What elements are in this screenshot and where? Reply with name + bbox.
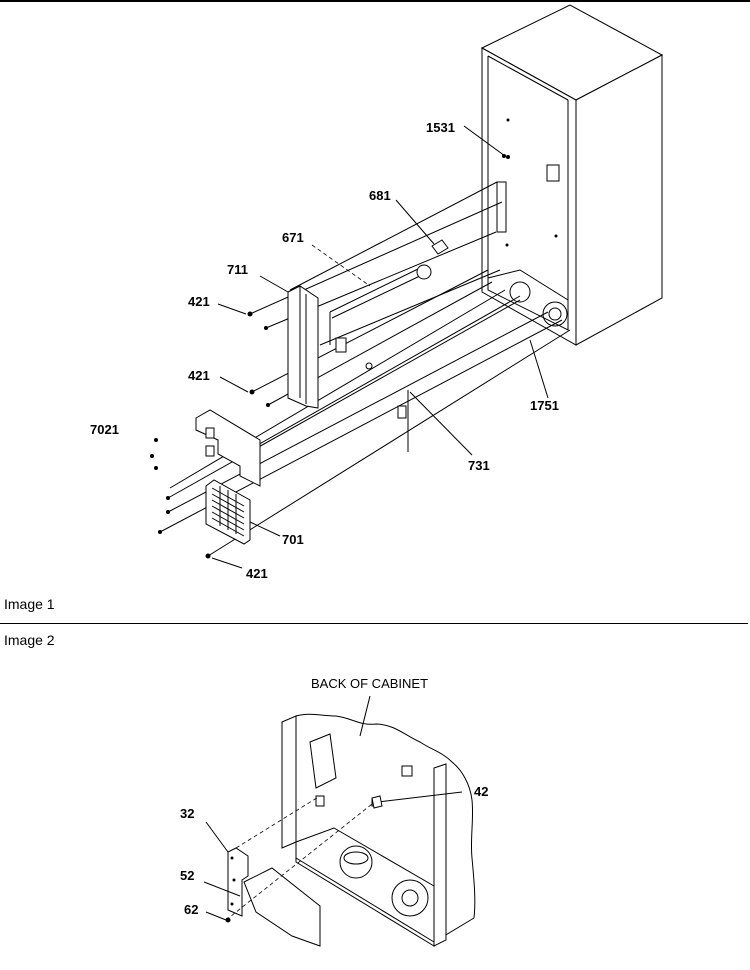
callout-1531: 1531 bbox=[426, 120, 455, 135]
callout-421-bottom: 421 bbox=[246, 566, 268, 581]
part-7021-bracket bbox=[195, 409, 261, 487]
callout-1751: 1751 bbox=[530, 398, 559, 413]
back-of-cabinet-panel bbox=[281, 713, 476, 947]
screws bbox=[150, 154, 506, 559]
part-681-connector bbox=[416, 239, 449, 280]
refrigerator-cabinet bbox=[480, 4, 664, 346]
callout-421-top: 421 bbox=[188, 294, 210, 309]
callout-62: 62 bbox=[184, 902, 199, 917]
part-671-harness bbox=[329, 267, 425, 353]
callout-7021: 7021 bbox=[90, 422, 119, 437]
callout-731: 731 bbox=[468, 458, 490, 473]
callout-32: 32 bbox=[180, 806, 195, 821]
back-of-cabinet-heading: BACK OF CABINET bbox=[311, 676, 429, 691]
image-1-caption: Image 1 bbox=[4, 596, 55, 612]
callout-711: 711 bbox=[227, 262, 248, 277]
callout-42: 42 bbox=[474, 784, 489, 799]
top-border bbox=[0, 0, 750, 2]
callout-671: 671 bbox=[282, 230, 304, 245]
callout-701: 701 bbox=[282, 532, 304, 547]
callout-52: 52 bbox=[180, 868, 195, 883]
section-divider bbox=[0, 623, 748, 624]
callout-leaders-1 bbox=[211, 125, 549, 569]
part-701-grille bbox=[205, 479, 251, 545]
part-32-cover bbox=[225, 847, 321, 947]
callout-681: 681 bbox=[369, 188, 391, 203]
image-2-caption: Image 2 bbox=[4, 632, 55, 648]
part-731-grommet bbox=[365, 362, 409, 452]
callout-leaders-2 bbox=[203, 695, 463, 921]
callout-421-middle: 421 bbox=[188, 368, 210, 383]
part-711-channel bbox=[287, 285, 319, 409]
